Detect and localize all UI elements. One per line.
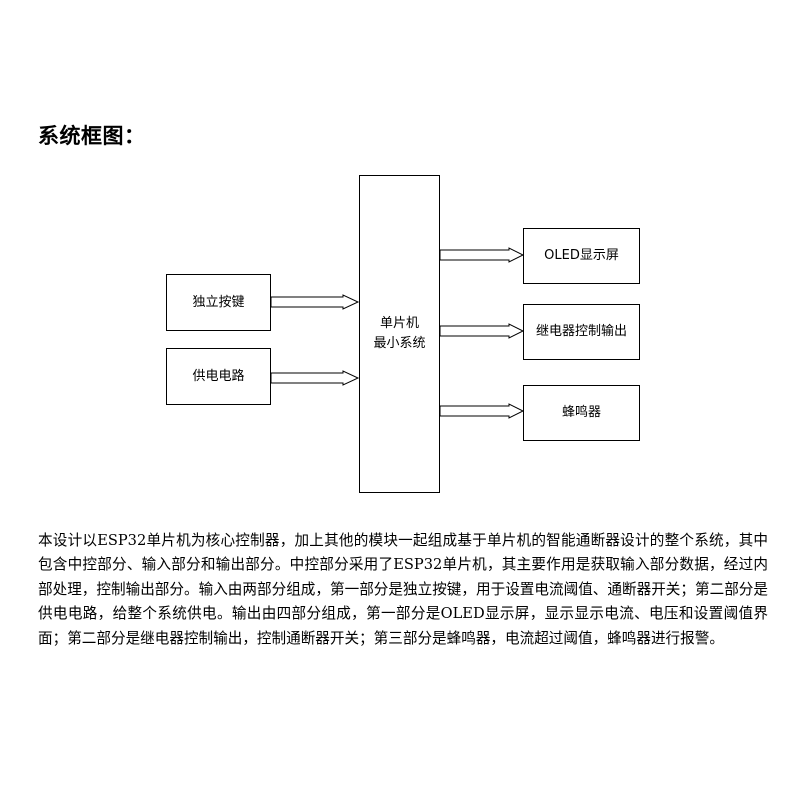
node-independent-key: 独立按键 bbox=[166, 274, 271, 331]
page-title: 系统框图： bbox=[38, 124, 146, 148]
node-label: 蜂鸣器 bbox=[561, 405, 601, 420]
arrow-core-to-relay bbox=[439, 323, 525, 339]
arrow-key-to-core bbox=[270, 294, 360, 310]
arrow-core-to-oled bbox=[439, 247, 525, 263]
arrow-core-to-buzzer bbox=[439, 403, 525, 419]
description-paragraph: 本设计以ESP32单片机为核心控制器，加上其他的模块一起组成基于单片机的智能通断… bbox=[38, 532, 768, 647]
node-label: 独立按键 bbox=[192, 294, 245, 310]
node-buzzer: 蜂鸣器 bbox=[523, 385, 640, 441]
node-relay-output: 继电器控制输出 bbox=[523, 304, 640, 360]
node-mcu-core: 单片机 最小系统 bbox=[359, 175, 440, 493]
node-label: 单片机 最小系统 bbox=[373, 316, 426, 351]
node-power-circuit: 供电电路 bbox=[166, 348, 271, 405]
node-label: 继电器控制输出 bbox=[535, 324, 627, 339]
node-label: OLED显示屏 bbox=[544, 248, 619, 263]
node-label: 供电电路 bbox=[192, 368, 245, 384]
node-oled-display: OLED显示屏 bbox=[523, 228, 640, 284]
arrow-power-to-core bbox=[270, 370, 360, 386]
